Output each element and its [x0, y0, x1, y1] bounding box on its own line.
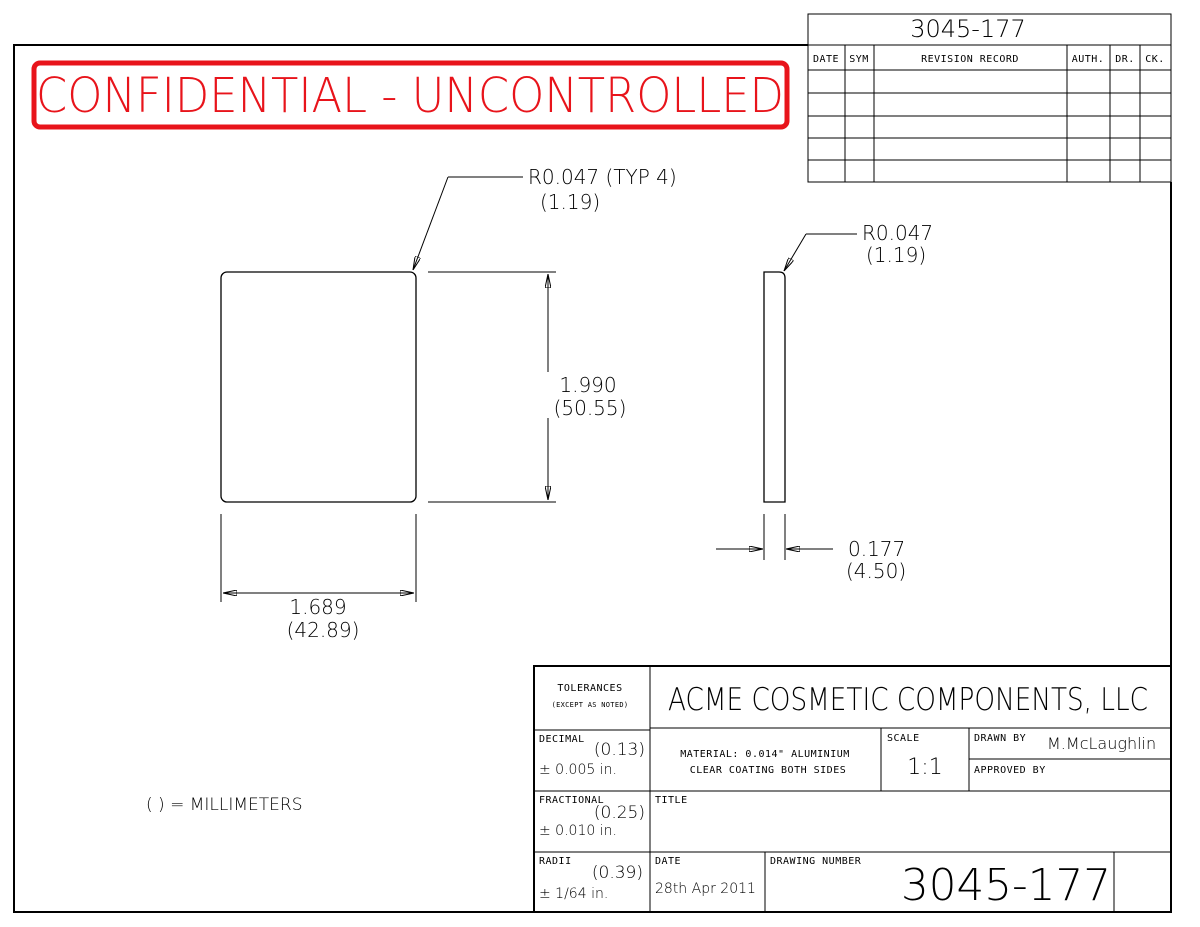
title-label: TITLE	[655, 795, 688, 806]
side-view: R0.047 (1.19) 0.177 (4.50)	[716, 221, 933, 583]
drawn-by-value: M.McLaughlin	[1047, 734, 1156, 753]
thickness-label: 0.177	[848, 537, 905, 561]
material-line-1: MATERIAL: 0.014" ALUMINIUM	[680, 749, 850, 760]
confidential-stamp: CONFIDENTIAL - UNCONTROLLED	[31, 60, 790, 130]
millimeter-note: ( ) = MILLIMETERS	[146, 795, 303, 815]
rev-header-sym: SYM	[849, 54, 869, 65]
radius-side-label: R0.047	[862, 221, 933, 245]
scale-label: SCALE	[887, 733, 920, 744]
front-view-outline	[220, 271, 417, 503]
date-value: 28th Apr 2011	[655, 881, 756, 897]
side-view-outline	[763, 271, 786, 503]
company-name: ACME COSMETIC COMPONENTS, LLC	[668, 682, 1148, 718]
date-label: DATE	[655, 856, 681, 867]
rev-header-ck: CK.	[1145, 54, 1165, 65]
approved-by-label: APPROVED BY	[974, 765, 1046, 776]
radius-side-mm: (1.19)	[866, 243, 926, 267]
thickness-mm: (4.50)	[846, 559, 906, 583]
radius-typ-label: R0.047 (TYP 4)	[528, 165, 677, 189]
fractional-mm: (0.25)	[594, 803, 645, 823]
radii-in: ± 1/64 in.	[539, 886, 608, 902]
title-block: TOLERANCES (EXCEPT AS NOTED) ACME COSMET…	[533, 665, 1172, 913]
revision-block: 3045-177 DATE SYM REVISION RECORD AUTH. …	[807, 13, 1172, 183]
tolerances-label: TOLERANCES	[557, 683, 622, 694]
decimal-label: DECIMAL	[539, 734, 585, 745]
radii-label: RADII	[539, 856, 572, 867]
width-label: 1.689	[289, 595, 346, 619]
material-line-2: CLEAR COATING BOTH SIDES	[690, 765, 847, 776]
height-mm: (50.55)	[554, 396, 627, 420]
height-label: 1.990	[559, 373, 616, 397]
fractional-in: ± 0.010 in.	[539, 823, 617, 839]
drawing-number: 3045-177	[901, 860, 1111, 911]
rev-header-date: DATE	[813, 54, 839, 65]
front-view: R0.047 (TYP 4) (1.19) 1.990 (50.55) 1.68…	[220, 165, 677, 642]
radius-typ-mm: (1.19)	[540, 190, 600, 214]
radii-mm: (0.39)	[592, 863, 643, 883]
drawing-number-label: DRAWING NUMBER	[770, 856, 862, 867]
decimal-mm: (0.13)	[594, 740, 645, 760]
stamp-text: CONFIDENTIAL - UNCONTROLLED	[36, 68, 784, 124]
fractional-label: FRACTIONAL	[539, 795, 604, 806]
rev-header-record: REVISION RECORD	[921, 54, 1019, 65]
drawn-by-label: DRAWN BY	[974, 733, 1026, 744]
rev-header-auth: AUTH.	[1072, 54, 1105, 65]
rev-header-dr: DR.	[1115, 54, 1135, 65]
revision-number: 3045-177	[910, 15, 1026, 43]
width-mm: (42.89)	[287, 618, 360, 642]
tolerances-sub: (EXCEPT AS NOTED)	[552, 701, 629, 709]
decimal-in: ± 0.005 in.	[539, 762, 617, 778]
scale-value: 1:1	[907, 755, 942, 780]
